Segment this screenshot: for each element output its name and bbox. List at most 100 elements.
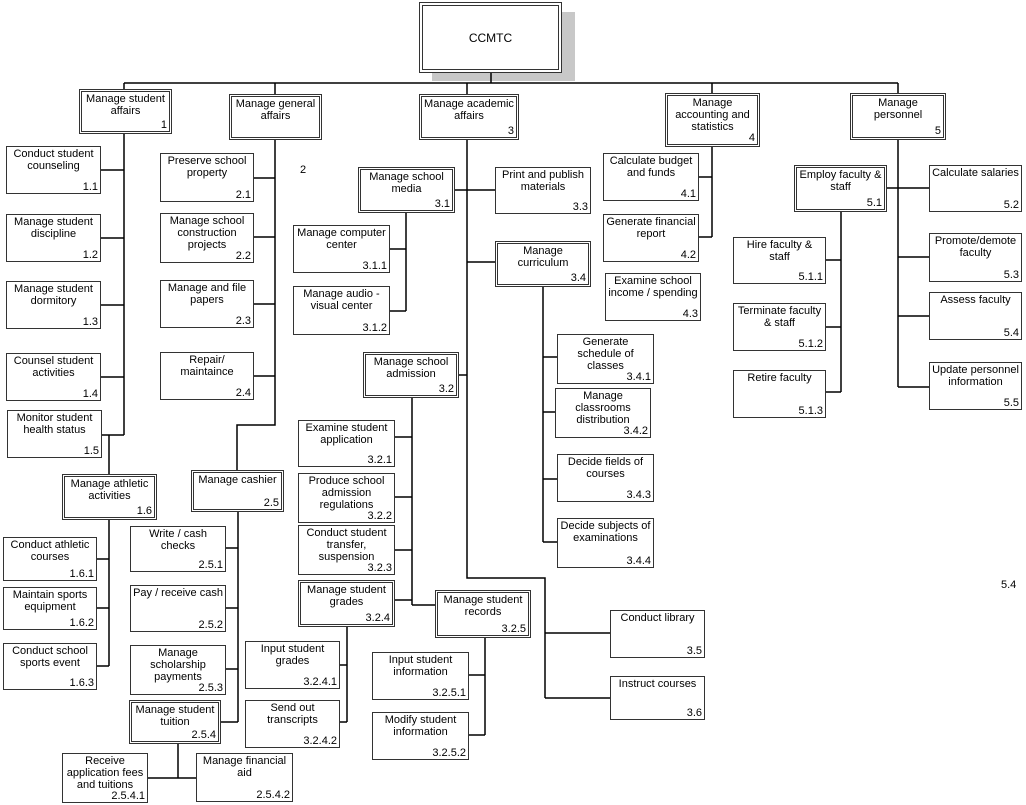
node-label: Manage school media: [369, 171, 444, 195]
node-code: 2.5.4.1: [111, 790, 145, 802]
node-label: Conduct student counseling: [13, 148, 94, 172]
node-label: Repair/ maintaince: [180, 354, 234, 378]
node-code: 3.4.1: [626, 371, 651, 383]
node-label: Instruct courses: [618, 678, 697, 690]
node-code: 3.3: [572, 201, 588, 213]
node-label: Manage cashier: [198, 474, 277, 486]
node-label: Write / cash checks: [149, 528, 207, 552]
node-code: 3.2.4.2: [303, 735, 337, 747]
root-node-ccmtc[interactable]: CCMTC: [419, 2, 562, 73]
node-code: 3.2.5.2: [432, 747, 466, 759]
node-label: Terminate faculty & staff: [737, 305, 822, 329]
node-label: Maintain sports equipment: [12, 589, 88, 613]
node-code: 5.1.3: [798, 405, 823, 417]
node-label: Retire faculty: [747, 372, 812, 384]
connector: [340, 627, 348, 723]
node-n5-1-3[interactable]: Retire faculty 5.1.3: [733, 370, 826, 418]
node-label: Manage scholarship payments: [150, 647, 206, 683]
connector: [236, 140, 276, 470]
node-code: 1.4: [82, 388, 98, 400]
node-code: 3.2.5: [501, 623, 526, 635]
node-n2[interactable]: Manage general affairs: [229, 94, 322, 140]
node-code: 1: [160, 119, 167, 131]
node-code: 3.2.3: [367, 562, 392, 574]
node-code: 3.1.2: [362, 322, 387, 334]
node-code: 3: [507, 125, 514, 137]
connector: [148, 744, 196, 779]
node-label: Counsel student activities: [13, 355, 94, 379]
node-label: Manage financial aid: [202, 755, 287, 779]
node-n1-4[interactable]: Counsel student activities 1.4: [6, 353, 101, 401]
node-label: Manage athletic activities: [70, 478, 149, 502]
node-label: Receive application fees and tuitions: [66, 755, 144, 791]
node-code: 3.4.3: [626, 489, 651, 501]
stray-code-label: 5.4: [1001, 579, 1017, 591]
node-code: 1.3: [82, 316, 98, 328]
node-code: 2.5.2: [198, 619, 223, 631]
root-label: CCMTC: [468, 31, 513, 45]
node-label: Conduct athletic courses: [10, 539, 90, 563]
node-label: Manage curriculum: [517, 245, 569, 269]
node-code: 5.1: [866, 197, 882, 209]
node-code: 5.2: [1003, 199, 1019, 211]
node-label: Manage accounting and statistics: [675, 97, 750, 133]
node-code: 2.2: [235, 250, 251, 262]
node-code: 3.2.1: [367, 454, 392, 466]
node-code: 2.3: [235, 315, 251, 327]
